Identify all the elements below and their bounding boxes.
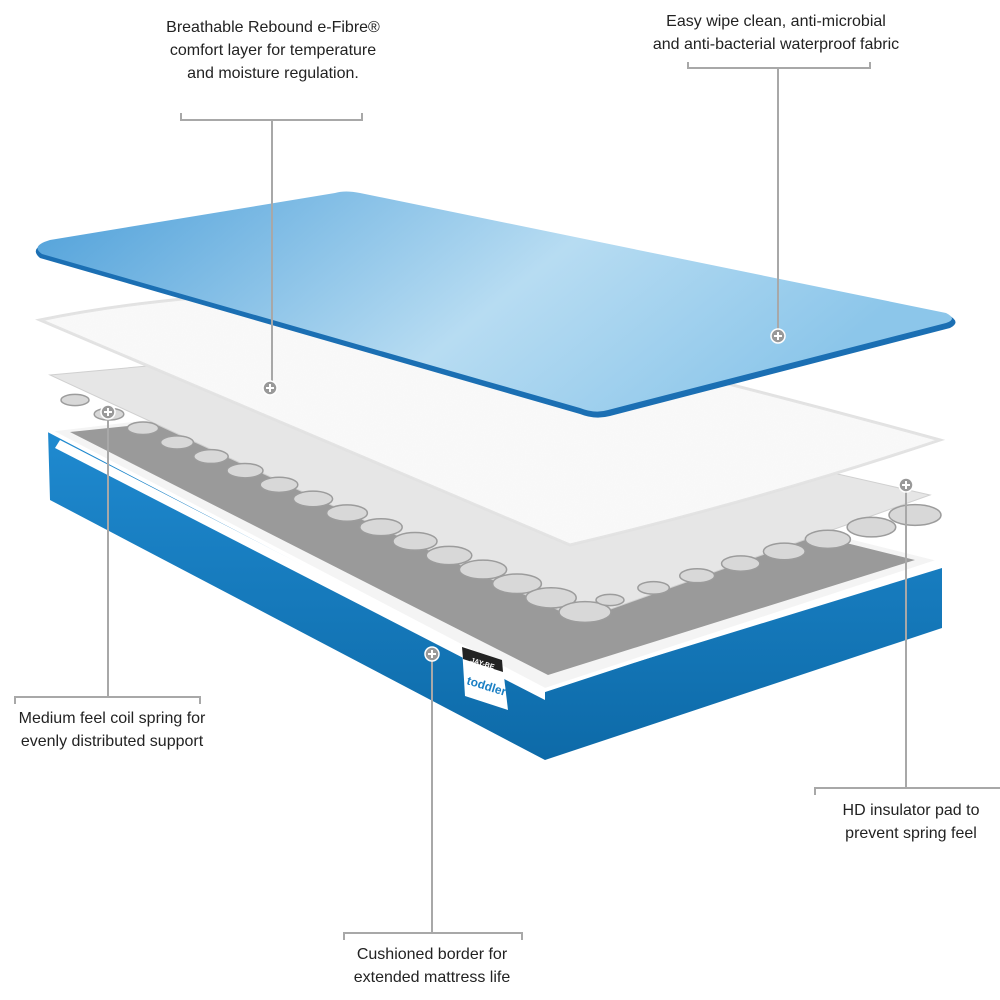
plus-marker-icon — [424, 646, 440, 662]
coil-spring — [126, 421, 160, 436]
callout-line: HD insulator pad to — [842, 802, 980, 819]
coil-spring — [159, 435, 195, 450]
coil-spring — [720, 555, 761, 572]
callout-line: comfort layer for temperature — [169, 42, 377, 59]
coil-spring — [60, 393, 90, 407]
coil-spring — [259, 476, 299, 494]
product-label: JAY-BE toddler — [462, 647, 508, 710]
coil-spring — [392, 531, 438, 551]
plus-marker-icon — [262, 380, 278, 396]
callout-border: Cushioned border for extended mattress l… — [332, 943, 532, 989]
callout-insulator-pad: HD insulator pad to prevent spring feel — [812, 799, 1000, 845]
coil-spring — [359, 517, 403, 537]
coil-spring — [678, 567, 716, 584]
callout-coil-spring: Medium feel coil spring for evenly distr… — [0, 707, 224, 753]
plus-marker-icon — [898, 477, 914, 493]
callout-comfort-layer: Breathable Rebound e-Fibre® comfort laye… — [143, 16, 403, 85]
coil-spring — [458, 559, 508, 580]
coil-spring — [491, 573, 543, 595]
callout-fabric: Easy wipe clean, anti-microbial and anti… — [626, 10, 926, 56]
coil-spring — [193, 448, 229, 465]
coil-spring — [762, 542, 806, 561]
callout-line: Breathable Rebound e-Fibre® — [166, 19, 380, 36]
coil-spring — [846, 516, 897, 538]
coil-spring — [425, 545, 473, 566]
coil-springs — [60, 393, 942, 624]
coil-spring — [888, 503, 942, 527]
callout-line: Medium feel coil spring for — [18, 710, 206, 727]
callout-markers — [100, 328, 914, 662]
plus-marker-icon — [770, 328, 786, 344]
coil-spring — [637, 580, 671, 595]
callout-line: prevent spring feel — [845, 825, 977, 842]
coil-spring — [292, 490, 334, 508]
callout-line: Cushioned border for — [356, 946, 508, 963]
coil-spring — [525, 587, 577, 609]
callout-line: extended mattress life — [353, 969, 511, 986]
coil-spring — [226, 462, 264, 479]
coil-spring — [325, 504, 369, 522]
coil-spring — [804, 529, 852, 550]
callout-line: and anti-bacterial waterproof fabric — [652, 36, 900, 53]
callout-line: Easy wipe clean, anti-microbial — [666, 13, 886, 30]
coil-spring — [558, 600, 612, 624]
plus-marker-icon — [100, 404, 116, 420]
coil-spring — [595, 593, 625, 607]
waterproof-fabric-layer — [35, 191, 956, 418]
callout-line: and moisture regulation. — [187, 65, 359, 82]
callout-lines — [14, 62, 1000, 940]
callout-line: evenly distributed support — [20, 733, 204, 750]
